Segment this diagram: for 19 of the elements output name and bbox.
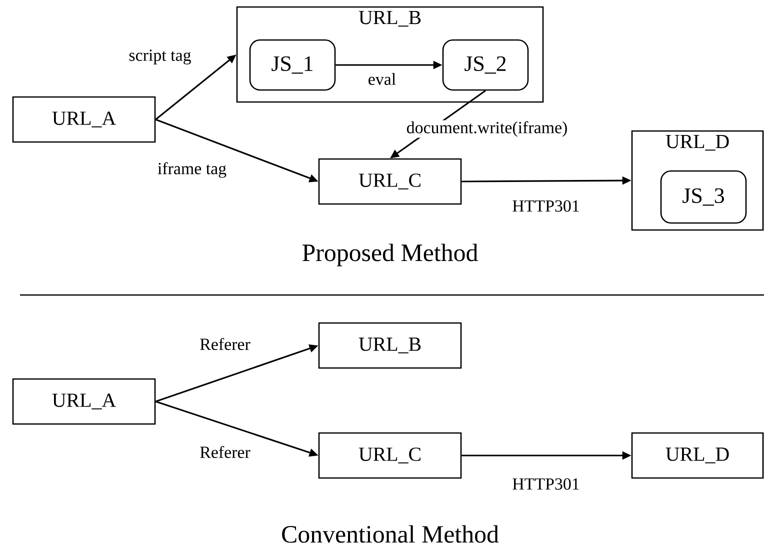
url-box: URL_B bbox=[318, 322, 462, 369]
edge-label: document.write(iframe) bbox=[405, 120, 569, 138]
url-box: URL_C bbox=[318, 432, 462, 479]
edge-label: eval bbox=[366, 72, 398, 86]
script-box: JS_1 bbox=[249, 39, 336, 91]
url-box: URL_C bbox=[318, 158, 462, 205]
script-box: JS_3 bbox=[660, 170, 747, 224]
section-title: Proposed Method bbox=[302, 244, 478, 266]
script-box: JS_2 bbox=[442, 39, 529, 91]
edge-label: HTTP301 bbox=[511, 199, 581, 213]
url-box: URL_A bbox=[12, 96, 156, 143]
edge-label: script tag bbox=[128, 48, 192, 66]
edge-label: Referer bbox=[198, 444, 252, 460]
url-box: URL_D bbox=[631, 432, 764, 479]
edge-label: iframe tag bbox=[156, 161, 228, 179]
edge-label: HTTP301 bbox=[511, 477, 581, 491]
section-title: Conventional Method bbox=[282, 525, 499, 543]
url-box: URL_A bbox=[12, 378, 156, 425]
edge-label: Referer bbox=[198, 336, 252, 352]
